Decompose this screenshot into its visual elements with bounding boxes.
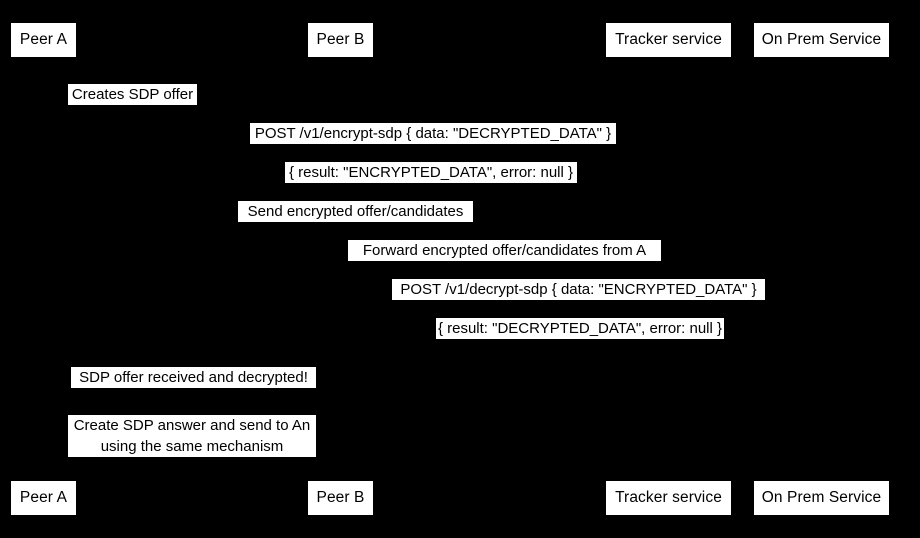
message-text: { result: "ENCRYPTED_DATA", error: null …: [288, 164, 574, 181]
participant-label: On Prem Service: [761, 489, 882, 507]
arrow-decrypt-response: [340, 340, 821, 341]
message-text: POST /v1/decrypt-sdp { data: "ENCRYPTED_…: [400, 281, 757, 298]
participant-tracker-service-top[interactable]: Tracker service: [605, 22, 732, 58]
lifeline-tracker-service: [668, 58, 669, 480]
participant-label: Peer A: [19, 31, 68, 49]
participant-label: Tracker service: [615, 31, 722, 49]
participant-peer-b-top[interactable]: Peer B: [307, 22, 374, 58]
participant-label: On Prem Service: [761, 31, 882, 49]
participant-on-prem-service-bottom[interactable]: On Prem Service: [753, 480, 890, 516]
message-label-forward-encrypted-offer: Forward encrypted offer/candidates from …: [348, 240, 661, 261]
message-text: Forward encrypted offer/candidates from …: [362, 242, 647, 259]
message-text: Create SDP answer and send to An using t…: [73, 417, 311, 455]
participant-peer-a-bottom[interactable]: Peer A: [10, 480, 77, 516]
lifeline-on-prem-service: [821, 58, 822, 480]
participant-peer-b-bottom[interactable]: Peer B: [307, 480, 374, 516]
participant-tracker-service-bottom[interactable]: Tracker service: [605, 480, 732, 516]
participant-label: Tracker service: [615, 489, 722, 507]
message-label-encrypt-sdp-result: { result: "ENCRYPTED_DATA", error: null …: [285, 162, 577, 183]
arrow-encrypt-response: [340, 184, 821, 185]
message-text: Creates SDP offer: [71, 86, 194, 103]
arrow-head-encrypt-response: [340, 179, 349, 189]
message-text: Send encrypted offer/candidates: [247, 203, 464, 220]
participant-label: Peer A: [19, 489, 68, 507]
arrow-decrypt-request: [340, 301, 821, 302]
message-text: { result: "DECRYPTED_DATA", error: null …: [437, 320, 723, 337]
arrow-head-decrypt-request: [812, 296, 821, 306]
message-label-sdp-offer-received: SDP offer received and decrypted!: [71, 367, 316, 388]
arrow-forward-encrypted-offer: [340, 262, 668, 263]
participant-label: Peer B: [316, 489, 365, 507]
message-label-post-encrypt-sdp: POST /v1/encrypt-sdp { data: "DECRYPTED_…: [250, 123, 616, 144]
arrow-encrypt-request: [340, 145, 821, 146]
lifeline-peer-a: [43, 58, 44, 480]
message-label-decrypt-sdp-result: { result: "DECRYPTED_DATA", error: null …: [436, 318, 724, 339]
participant-on-prem-service-top[interactable]: On Prem Service: [753, 22, 890, 58]
arrow-send-encrypted-offer: [43, 223, 668, 224]
message-label-post-decrypt-sdp: POST /v1/decrypt-sdp { data: "ENCRYPTED_…: [392, 279, 765, 300]
arrow-head-decrypt-response: [340, 335, 349, 345]
lifeline-peer-b: [340, 58, 341, 480]
arrow-head-encrypt-request: [812, 140, 821, 150]
arrow-head-send-encrypted-offer: [659, 218, 668, 228]
participant-peer-a-top[interactable]: Peer A: [10, 22, 77, 58]
participant-label: Peer B: [316, 31, 365, 49]
message-label-create-sdp-answer: Create SDP answer and send to An using t…: [68, 415, 316, 457]
message-label-creates-sdp-offer: Creates SDP offer: [68, 84, 197, 105]
arrow-head-forward-encrypted-offer: [340, 257, 349, 267]
message-text: POST /v1/encrypt-sdp { data: "DECRYPTED_…: [254, 125, 612, 142]
message-label-send-encrypted-offer: Send encrypted offer/candidates: [238, 201, 473, 222]
message-text: SDP offer received and decrypted!: [79, 369, 308, 386]
